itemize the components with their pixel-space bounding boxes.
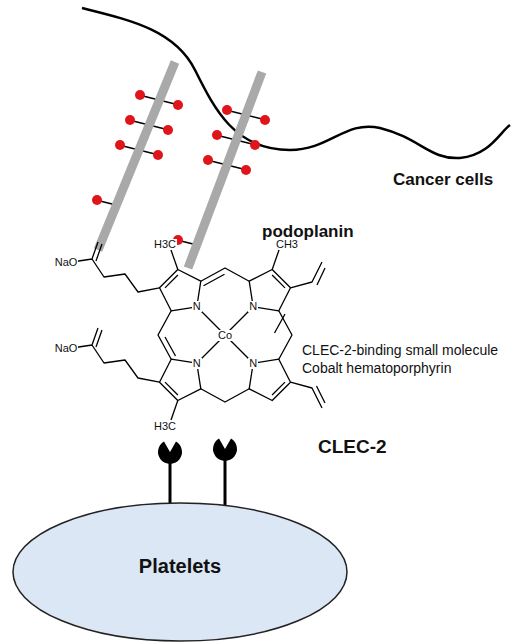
podoplanin-bar (98, 62, 175, 250)
podoplanin-bar (188, 72, 262, 268)
atom-label: N (192, 358, 202, 369)
chemical-structure (72, 242, 325, 420)
platelet-cell: Platelets (12, 502, 348, 642)
cell-ellipse (13, 503, 347, 641)
atom-label: Co (217, 330, 233, 341)
clec2-receptor (158, 439, 237, 505)
atom-label: H3C (153, 421, 177, 432)
podoplanin-molecule (100, 96, 262, 245)
molecule-label: Cobalt hematoporphyrin (302, 360, 451, 376)
cell-name: Platelets (139, 555, 221, 578)
atom-label: CH3 (275, 239, 299, 250)
atom-label: N (248, 301, 258, 312)
atom-label: N (248, 358, 258, 369)
atom-label: NaO (54, 257, 79, 268)
molecule-label: CLEC-2-binding small molecule (302, 342, 498, 358)
atom-label: NaO (54, 343, 79, 354)
glycan-dots (92, 90, 270, 245)
receptor-label: CLEC-2 (318, 436, 387, 458)
cell-label: Cancer cells (393, 170, 493, 190)
atom-label: N (192, 301, 202, 312)
atom-label: H3C (153, 239, 177, 250)
